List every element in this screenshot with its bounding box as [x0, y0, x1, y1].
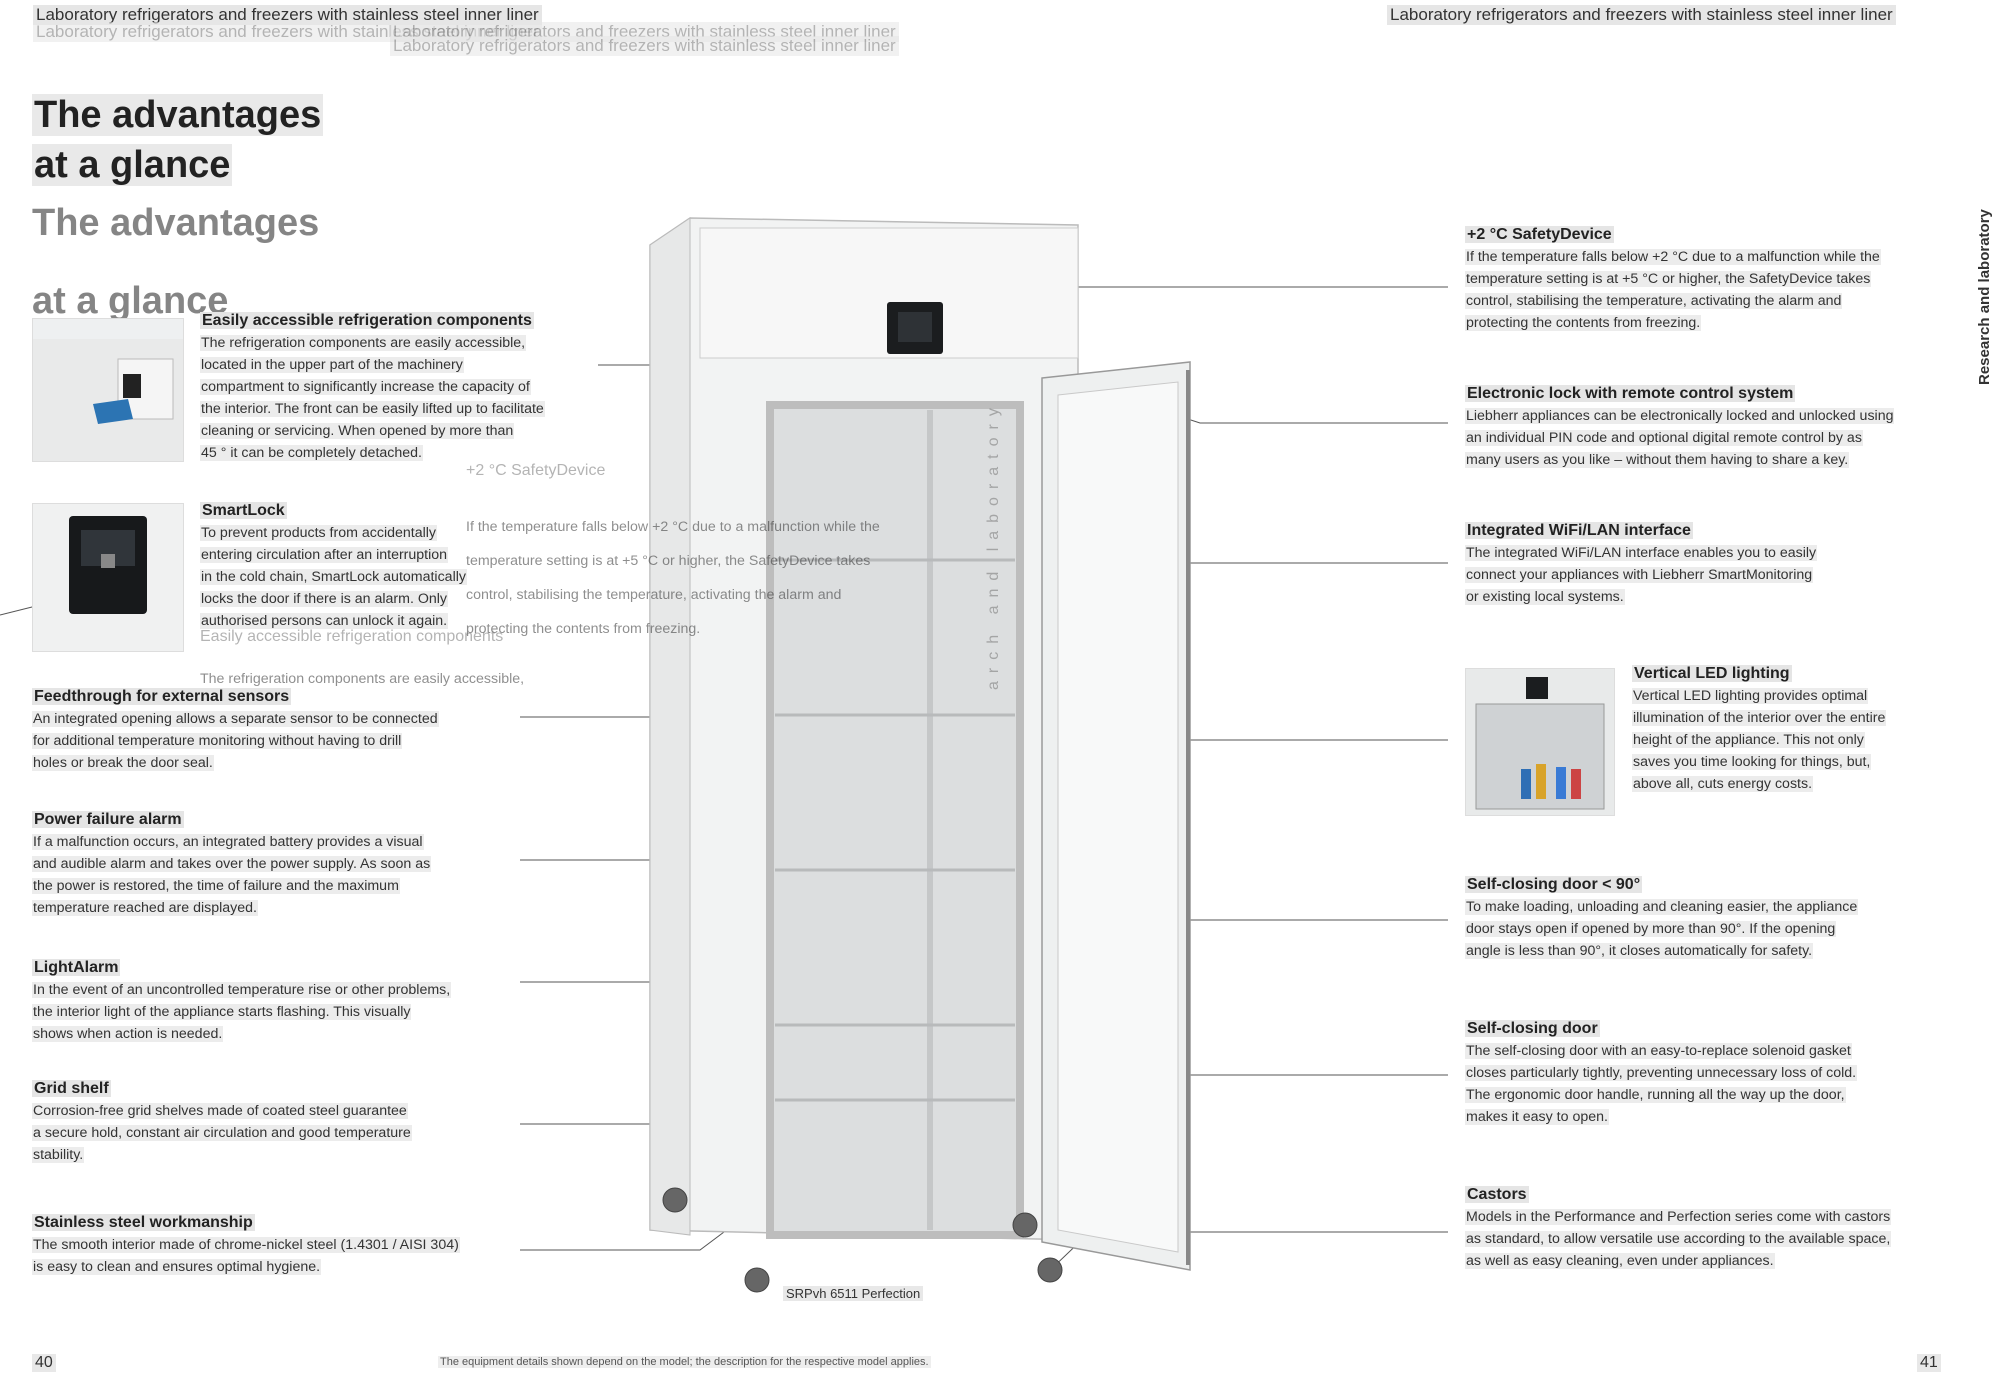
- page-number-left: 40: [32, 1354, 56, 1372]
- ghost-safety-title: +2 °C SafetyDevice: [466, 462, 606, 479]
- refrigerator-glass-door: [1041, 361, 1191, 1271]
- vertical-led-image: [1465, 668, 1615, 816]
- ghost-components-line: The refrigeration components are easily …: [200, 671, 525, 687]
- feature-lightalarm: LightAlarm In the event of an uncontroll…: [32, 959, 452, 1042]
- page-title-ghost-line1: The advantages: [32, 202, 320, 244]
- page-number-right: 41: [1917, 1354, 1941, 1372]
- feature-grid-shelf: Grid shelf Corrosion-free grid shelves m…: [32, 1080, 412, 1163]
- page-title-ghost: The advantages at a glance: [32, 198, 319, 326]
- refrigerator-cabinet: [649, 217, 1079, 1241]
- feature-self-closing-door-90: Self-closing door < 90° To make loading,…: [1465, 876, 1859, 959]
- feature-power-failure-alarm: Power failure alarm If a malfunction occ…: [32, 811, 432, 916]
- feature-vertical-led: Vertical LED lighting Vertical LED light…: [1632, 665, 1887, 792]
- feature-refrigeration-components: Easily accessible refrigeration componen…: [200, 312, 545, 461]
- smartlock-image: [32, 503, 184, 652]
- castors: [662, 1187, 1063, 1293]
- product-caption: SRPvh 6511 Perfection: [783, 1286, 924, 1301]
- feature-safety-device: +2 °C SafetyDevice If the temperature fa…: [1465, 226, 1881, 331]
- running-header-left: Laboratory refrigerators and freezers wi…: [33, 5, 542, 25]
- feature-self-closing-door: Self-closing door The self-closing door …: [1465, 1020, 1858, 1125]
- ghost-safety-body: If the temperature falls below +2 °C due…: [466, 519, 880, 637]
- page-title-ghost-line2: at a glance: [32, 280, 229, 322]
- feature-castors: Castors Models in the Performance and Pe…: [1465, 1186, 1892, 1269]
- page-title-line2: at a glance: [32, 144, 233, 186]
- feature-stainless-steel: Stainless steel workmanship The smooth i…: [32, 1214, 460, 1275]
- refrigeration-components-image: [32, 318, 184, 462]
- feature-electronic-lock: Electronic lock with remote control syst…: [1465, 385, 1895, 468]
- running-header-center-ghost-2: Laboratory refrigerators and freezers wi…: [390, 36, 899, 56]
- feature-wifi-lan: Integrated WiFi/LAN interface The integr…: [1465, 522, 1818, 605]
- feature-smartlock: SmartLock To prevent products from accid…: [200, 502, 467, 629]
- feature-feedthrough-sensors: Feedthrough for external sensors An inte…: [32, 688, 439, 771]
- page-title: The advantages at a glance: [32, 90, 324, 190]
- ghost-components-title: Easily accessible refrigeration componen…: [200, 628, 504, 645]
- ghost-vertical-text: arch and laboratory: [985, 400, 1002, 690]
- footer-disclaimer: The equipment details shown depend on th…: [438, 1356, 931, 1368]
- running-header-right: Laboratory refrigerators and freezers wi…: [1387, 5, 1896, 25]
- control-display: [887, 302, 943, 354]
- page-title-line1: The advantages: [32, 94, 324, 136]
